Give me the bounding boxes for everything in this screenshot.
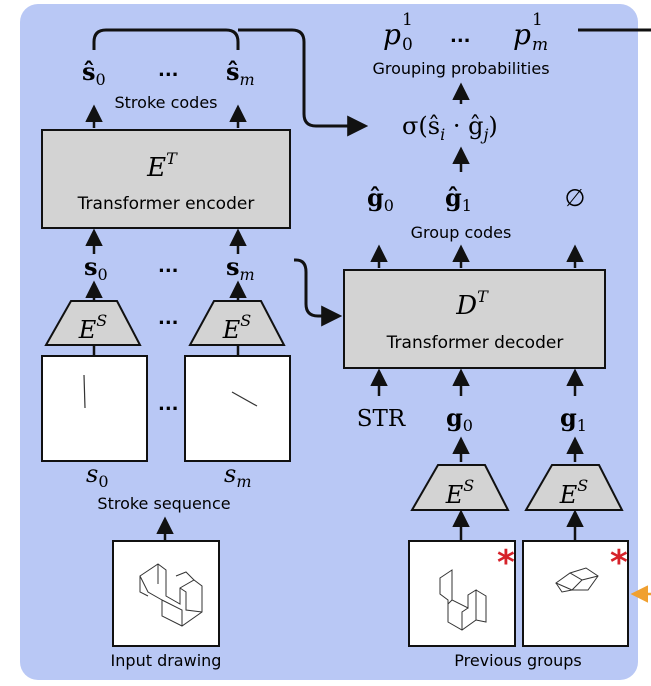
pm-sub: m <box>532 35 548 55</box>
encoder-label: Transformer encoder <box>77 194 255 214</box>
previous-group-1-image <box>522 540 629 647</box>
previous-group-0-star: * <box>497 543 515 583</box>
previous-group-1-sketch <box>554 567 599 593</box>
stroke-encoder-stroke0-label: ES <box>78 311 108 344</box>
stroke-codes-label: Stroke codes <box>115 93 218 112</box>
decoder-symbol: DT <box>455 287 489 321</box>
p0-sup: 1 <box>402 10 413 30</box>
decoder-label: Transformer decoder <box>386 333 564 353</box>
s0-label: s0 <box>86 460 109 491</box>
pm-sup: 1 <box>532 10 543 30</box>
group-codes-label: Group codes <box>411 223 512 242</box>
previous-groups-label: Previous groups <box>454 651 582 670</box>
transformer-encoder-box <box>41 129 291 229</box>
ghat0-symbol: ĝ0 <box>367 183 394 215</box>
s0-symbol: s0 <box>84 252 108 284</box>
sm-label: sm <box>224 460 252 491</box>
probabilities-ellipsis: ... <box>450 26 471 47</box>
shat0-symbol: ŝ0 <box>82 57 106 89</box>
sm-symbol: sm <box>226 252 255 284</box>
sigma-expression: σ(ŝi · ĝj) <box>402 112 498 144</box>
stroke-codes-bracket <box>92 28 240 50</box>
stroke-encoder-strokem <box>188 300 286 346</box>
input-drawing-label: Input drawing <box>111 651 222 670</box>
previous-group-0-sketch <box>439 569 487 631</box>
stroke-codes-ellipsis: ... <box>158 60 179 81</box>
embeddings-ellipsis: ... <box>158 256 179 277</box>
p0-sub: 0 <box>402 35 413 55</box>
stroke-sequence-label: Stroke sequence <box>97 494 230 513</box>
stroke-encoder-group0-label: ES <box>445 476 475 509</box>
grouping-probabilities-label: Grouping probabilities <box>372 59 549 78</box>
stroke-encoder-stroke0 <box>44 300 142 346</box>
p0-label: p <box>383 18 401 51</box>
shatm-symbol: ŝm <box>226 57 255 89</box>
codes-to-decoder-connector <box>294 258 343 327</box>
bracket-to-sigma-connector <box>238 28 369 137</box>
stroke-encoder-strokem-label: ES <box>222 311 252 344</box>
stroke-m-image <box>184 355 291 462</box>
stroke-encoder-group1-label: ES <box>559 476 589 509</box>
stroke-images-ellipsis: ... <box>158 394 179 415</box>
pm-label: p <box>513 18 531 51</box>
encoder-symbol: ET <box>146 149 178 183</box>
ghat1-symbol: ĝ1 <box>445 183 472 215</box>
g1-symbol: g1 <box>560 403 587 435</box>
stroke-m-sketch <box>231 391 258 407</box>
previous-group-1-star: * <box>610 543 628 583</box>
stroke-encoder-group1 <box>524 464 624 511</box>
input-drawing-sketch <box>139 563 203 627</box>
stroke-encoder-group0 <box>410 464 510 511</box>
stroke-0-sketch <box>83 374 86 409</box>
g0-symbol: g0 <box>446 403 473 435</box>
str-token: STR <box>357 406 406 432</box>
empty-set-symbol: ∅ <box>565 184 586 212</box>
stroke-0-image <box>41 355 148 462</box>
encoders-ellipsis: ... <box>158 308 179 329</box>
transformer-decoder-box <box>343 269 606 369</box>
